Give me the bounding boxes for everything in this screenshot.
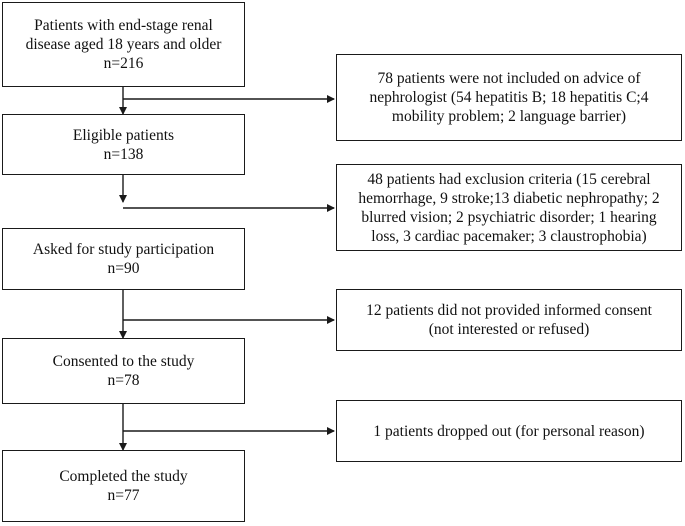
- box-line: nephrologist (54 hepatitis B; 18 hepatit…: [369, 89, 649, 106]
- box-line: 12 patients did not provided informed co…: [366, 302, 652, 319]
- box-consented: Consented to the study n=78: [2, 338, 245, 404]
- box-line: disease aged 18 years and older: [25, 36, 222, 53]
- box-completed: Completed the study n=77: [2, 450, 245, 522]
- box-no-consent: 12 patients did not provided informed co…: [336, 289, 682, 351]
- box-line: Completed the study: [59, 468, 188, 485]
- box-line: loss, 3 cardiac pacemaker; 3 claustropho…: [371, 227, 647, 245]
- box-line: hemorrhage, 9 stroke;13 diabetic nephrop…: [358, 189, 660, 207]
- box-exclusion-criteria: 48 patients had exclusion criteria (15 c…: [336, 164, 682, 251]
- box-line: n=77: [107, 487, 140, 504]
- box-line: mobility problem; 2 language barrier): [391, 108, 627, 125]
- box-asked-participation: Asked for study participation n=90: [2, 228, 245, 290]
- box-patients-end-stage: Patients with end-stage renal disease ag…: [2, 2, 245, 87]
- box-line: 1 patients dropped out (for personal rea…: [373, 422, 645, 440]
- box-line: 48 patients had exclusion criteria (15 c…: [367, 170, 651, 188]
- box-line: n=216: [103, 55, 144, 72]
- box-line: Consented to the study: [52, 353, 195, 370]
- box-line: 78 patients were not included on advice …: [377, 70, 641, 87]
- box-line: n=78: [107, 372, 140, 389]
- box-line: Patients with end-stage renal: [34, 17, 213, 34]
- box-eligible-patients: Eligible patients n=138: [2, 114, 245, 175]
- box-not-included: 78 patients were not included on advice …: [336, 54, 682, 141]
- box-line: n=138: [103, 145, 144, 163]
- box-line: Asked for study participation: [32, 241, 215, 258]
- box-line: n=90: [107, 260, 140, 277]
- box-line: (not interested or refused): [428, 321, 590, 338]
- box-line: Eligible patients: [72, 126, 175, 144]
- box-line: blurred vision; 2 psychiatric disorder; …: [361, 208, 657, 226]
- box-dropped-out: 1 patients dropped out (for personal rea…: [336, 400, 682, 462]
